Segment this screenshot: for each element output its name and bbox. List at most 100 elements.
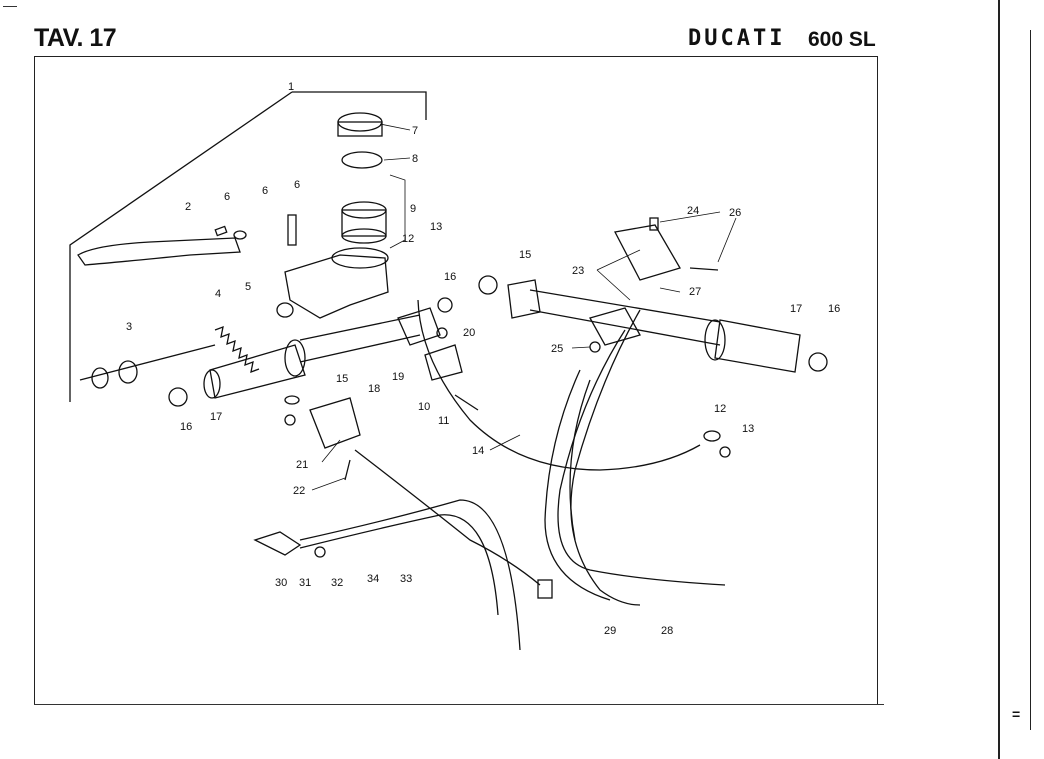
brake-hose	[417, 299, 701, 471]
callout-3: 3	[126, 321, 132, 333]
throttle-lower	[589, 307, 641, 346]
callout-30: 30	[275, 577, 287, 589]
right-grip-flange	[704, 319, 726, 361]
callout-26: 26	[729, 207, 741, 219]
seal-ring	[341, 151, 383, 169]
bar-end-plug	[168, 387, 188, 407]
callout-1: 1	[288, 81, 294, 93]
choke-cable-33	[299, 499, 521, 651]
callout-19: 19	[392, 371, 404, 383]
throttle-cable-a	[570, 309, 641, 606]
brand-logo: DUCATI	[688, 26, 786, 51]
callout-18: 18	[368, 383, 380, 395]
bar-plug-right	[478, 275, 498, 295]
bar-end-plug-right	[437, 297, 453, 313]
callout-23: 23	[572, 265, 584, 277]
page-edge-line-inner	[1030, 30, 1031, 730]
corner-mark	[3, 6, 17, 7]
callout-14: 14	[472, 445, 484, 457]
washer-left	[284, 395, 300, 405]
plate-title: TAV. 17	[34, 24, 117, 52]
left-grip-flange	[284, 339, 306, 377]
callout-33: 33	[400, 573, 412, 585]
callout-27: 27	[689, 286, 701, 298]
clamp-lower	[424, 344, 463, 381]
pin	[214, 225, 228, 237]
piston-seal	[91, 367, 109, 389]
callout-16b: 16	[444, 271, 456, 283]
callout-11: 11	[438, 415, 449, 427]
nut-25	[589, 341, 601, 353]
callout-12a: 12	[402, 233, 414, 245]
handlebar-right-top	[529, 289, 721, 323]
callout-16c: 16	[828, 303, 840, 315]
handlebar-left-bottom	[299, 334, 421, 363]
throttle-cable-b	[557, 329, 726, 586]
screw-26	[689, 267, 719, 271]
callout-29: 29	[604, 625, 616, 637]
choke-cable-34	[299, 514, 499, 616]
connector	[537, 579, 553, 599]
model-name: 600 SL	[808, 28, 876, 51]
left-switch	[309, 397, 361, 449]
piston-cap	[276, 302, 294, 318]
right-bar-plug	[808, 352, 828, 372]
callout-13b: 13	[742, 423, 754, 435]
bolt-head	[436, 327, 448, 339]
callout-5: 5	[245, 281, 251, 293]
switch-screw	[344, 459, 351, 481]
return-spring	[214, 325, 260, 374]
group-bracket-left	[69, 91, 293, 402]
reservoir-bottom	[341, 228, 387, 244]
callout-24: 24	[687, 205, 699, 217]
callout-12b: 12	[714, 403, 726, 415]
banjo-13	[719, 446, 731, 458]
callout-9: 9	[410, 203, 416, 215]
choke-lever	[253, 531, 302, 556]
callout-6c: 6	[294, 179, 300, 191]
callout-15a: 15	[336, 373, 348, 385]
callout-8: 8	[412, 153, 418, 165]
handlebar-left-top	[299, 314, 421, 341]
left-grip	[209, 344, 306, 399]
throttle-housing	[614, 224, 681, 281]
reservoir-cap-side	[337, 121, 383, 137]
reservoir-body	[341, 209, 387, 237]
right-clamp	[507, 279, 541, 319]
piston-rod	[79, 344, 216, 381]
wiring-harness	[354, 449, 541, 586]
callout-4: 4	[215, 288, 221, 300]
bottom-rule	[34, 704, 884, 705]
group-bracket	[292, 91, 427, 120]
reservoir-base	[331, 247, 389, 269]
bolt	[287, 214, 297, 246]
choke-screw	[314, 546, 326, 558]
master-cylinder	[284, 254, 389, 319]
piston-cup	[118, 360, 138, 384]
callout-20: 20	[463, 327, 475, 339]
handlebar-right-bottom	[529, 309, 721, 346]
callout-16a: 16	[180, 421, 192, 433]
page-edge-line	[998, 0, 1000, 759]
left-grip-end	[203, 369, 221, 399]
callout-13a: 13	[430, 221, 442, 233]
cable-c	[544, 369, 611, 601]
clamp-bolt	[454, 394, 479, 411]
callout-28: 28	[661, 625, 673, 637]
right-grip	[714, 319, 801, 373]
callout-32: 32	[331, 577, 343, 589]
callout-2: 2	[185, 201, 191, 213]
callout-6a: 6	[224, 191, 230, 203]
cable-d	[569, 379, 591, 541]
callout-34: 34	[367, 573, 379, 585]
side-mark: =	[1012, 706, 1021, 722]
nut-left	[284, 414, 296, 426]
callout-6b: 6	[262, 185, 268, 197]
callout-31: 31	[299, 577, 311, 589]
callout-7: 7	[412, 125, 418, 137]
callout-15b: 15	[519, 249, 531, 261]
callout-10: 10	[418, 401, 430, 413]
callout-17a: 17	[210, 411, 222, 423]
callout-22: 22	[293, 485, 305, 497]
